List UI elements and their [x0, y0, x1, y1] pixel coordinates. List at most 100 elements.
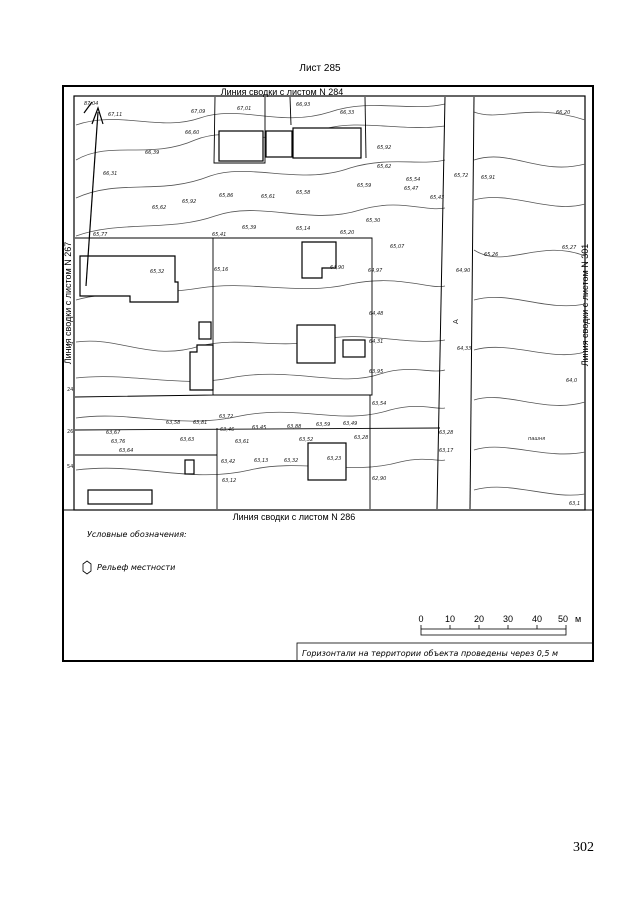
building: [265, 130, 293, 158]
elevation-label: 65,92: [182, 199, 196, 205]
scale-tick: 20: [474, 614, 484, 624]
elevation-label: 63,17: [439, 448, 454, 454]
relief-icon: [82, 560, 92, 575]
building: [87, 489, 153, 505]
elevation-label: 65,16: [214, 267, 228, 273]
elevation-label: 65,27: [562, 245, 577, 251]
elevation-label: 87,04: [84, 101, 98, 107]
bottom-border-label: Линия сводки с листом N 286: [233, 512, 356, 522]
elevation-label: 67,11: [108, 112, 122, 118]
right-border-label: Линия сводки с листом N 301: [580, 244, 590, 367]
elevation-label: 63,45: [252, 425, 266, 431]
margin-mark: 57: [67, 342, 73, 348]
elevation-label: 63,12: [222, 478, 236, 484]
top-border-label: Линия сводки с листом N 284: [221, 87, 344, 97]
road-label: А: [452, 319, 460, 324]
legend-item-label: Рельеф местности: [97, 563, 175, 572]
elevation-label: 65,41: [212, 232, 226, 238]
elevation-label: 63,76: [111, 439, 125, 445]
elevation-label: 65,43: [430, 195, 444, 201]
elevation-label: 65,32: [150, 269, 164, 275]
elevation-label: 63,49: [343, 421, 357, 427]
margin-mark: 26: [67, 429, 73, 435]
scale-tick: 50: [558, 614, 568, 624]
elevation-label: 63,28: [354, 435, 368, 441]
elevation-label: 65,47: [404, 186, 419, 192]
elevation-label: 66,20: [556, 110, 570, 116]
elevation-label: 63,81: [193, 420, 207, 426]
elevation-label: 62,90: [372, 476, 386, 482]
elevation-label: 65,59: [357, 183, 371, 189]
elevation-label: 65,26: [484, 252, 498, 258]
elevation-label: 65,91: [481, 175, 495, 181]
elevation-label: 65,86: [219, 193, 233, 199]
elevation-label: 64,48: [369, 311, 383, 317]
elevation-label: 63,32: [284, 458, 298, 464]
building: [79, 255, 179, 303]
margin-mark: 24: [67, 387, 73, 393]
elevation-label: 66,39: [145, 150, 159, 156]
scale-tick: 10: [445, 614, 455, 624]
elevation-label: 63,46: [220, 427, 234, 433]
elevation-label: 65,92: [377, 145, 391, 151]
elevation-label: 65,61: [261, 194, 275, 200]
elevation-label: 66,60: [185, 130, 199, 136]
building: [307, 442, 347, 481]
elevation-label: 63,52: [299, 437, 313, 443]
elevation-label: 64,90: [330, 265, 344, 271]
parcel-boundaries: [74, 96, 441, 509]
scale-tick: 40: [532, 614, 542, 624]
scale-unit: м: [575, 614, 581, 624]
building: [292, 127, 362, 159]
elevation-label: 63,42: [221, 459, 235, 465]
contour-interval-note: Горизонтали на территории объекта провед…: [302, 649, 558, 658]
elevation-label: 65,62: [377, 164, 391, 170]
elevation-label: 65,14: [296, 226, 310, 232]
elevation-labels: 87,04 67,11 67,09 67,01 66,93 66,33 66,2…: [84, 101, 580, 507]
elevation-label: 65,54: [406, 177, 420, 183]
elevation-label: 67,09: [191, 109, 205, 115]
elevation-label: 63,54: [372, 401, 386, 407]
buildings: [79, 127, 366, 505]
elevation-label: 63,23: [327, 456, 341, 462]
elevation-label: 63,63: [180, 437, 194, 443]
elevation-label: 63,64: [119, 448, 133, 454]
elevation-label: 66,93: [296, 102, 310, 108]
contour-lines: [75, 103, 586, 496]
margin-mark: 54: [67, 464, 73, 470]
scale-tick: 30: [503, 614, 513, 624]
elevation-label: 65,62: [152, 205, 166, 211]
scale-tick: 0: [418, 614, 423, 624]
elevation-label: 63,72: [219, 414, 233, 420]
building: [218, 130, 264, 162]
road: [436, 96, 475, 510]
elevation-label: 64,31: [369, 339, 383, 345]
elevation-label: 66,31: [103, 171, 117, 177]
elevation-label: 65,58: [296, 190, 310, 196]
elevation-label: 63,59: [316, 422, 330, 428]
elevation-label: 64,33: [457, 346, 471, 352]
building: [189, 344, 214, 391]
elevation-label: 63,67: [106, 430, 121, 436]
scale-bar: 0 10 20 30 40 50 м: [418, 614, 581, 636]
building: [198, 321, 212, 340]
elevation-label: 65,77: [93, 232, 108, 238]
building: [301, 241, 337, 279]
elevation-label: 65,07: [390, 244, 405, 250]
elevation-label: 66,33: [340, 110, 354, 116]
elevation-label: 63,13: [254, 458, 268, 464]
elevation-label: 63,61: [235, 439, 249, 445]
elevation-label: 65,20: [340, 230, 354, 236]
elevation-label: 63,95: [369, 369, 383, 375]
note-box: [296, 642, 594, 662]
margin-marks: 57 24 26 54: [67, 342, 73, 470]
elevation-label: 63,58: [166, 420, 180, 426]
building: [184, 459, 195, 475]
building: [296, 324, 336, 364]
elevation-label: 64,90: [456, 268, 470, 274]
north-arrow-icon: [83, 101, 104, 287]
elevation-label: 65,39: [242, 225, 256, 231]
elevation-label: 63,28: [439, 430, 453, 436]
elevation-label: 67,01: [237, 106, 251, 112]
